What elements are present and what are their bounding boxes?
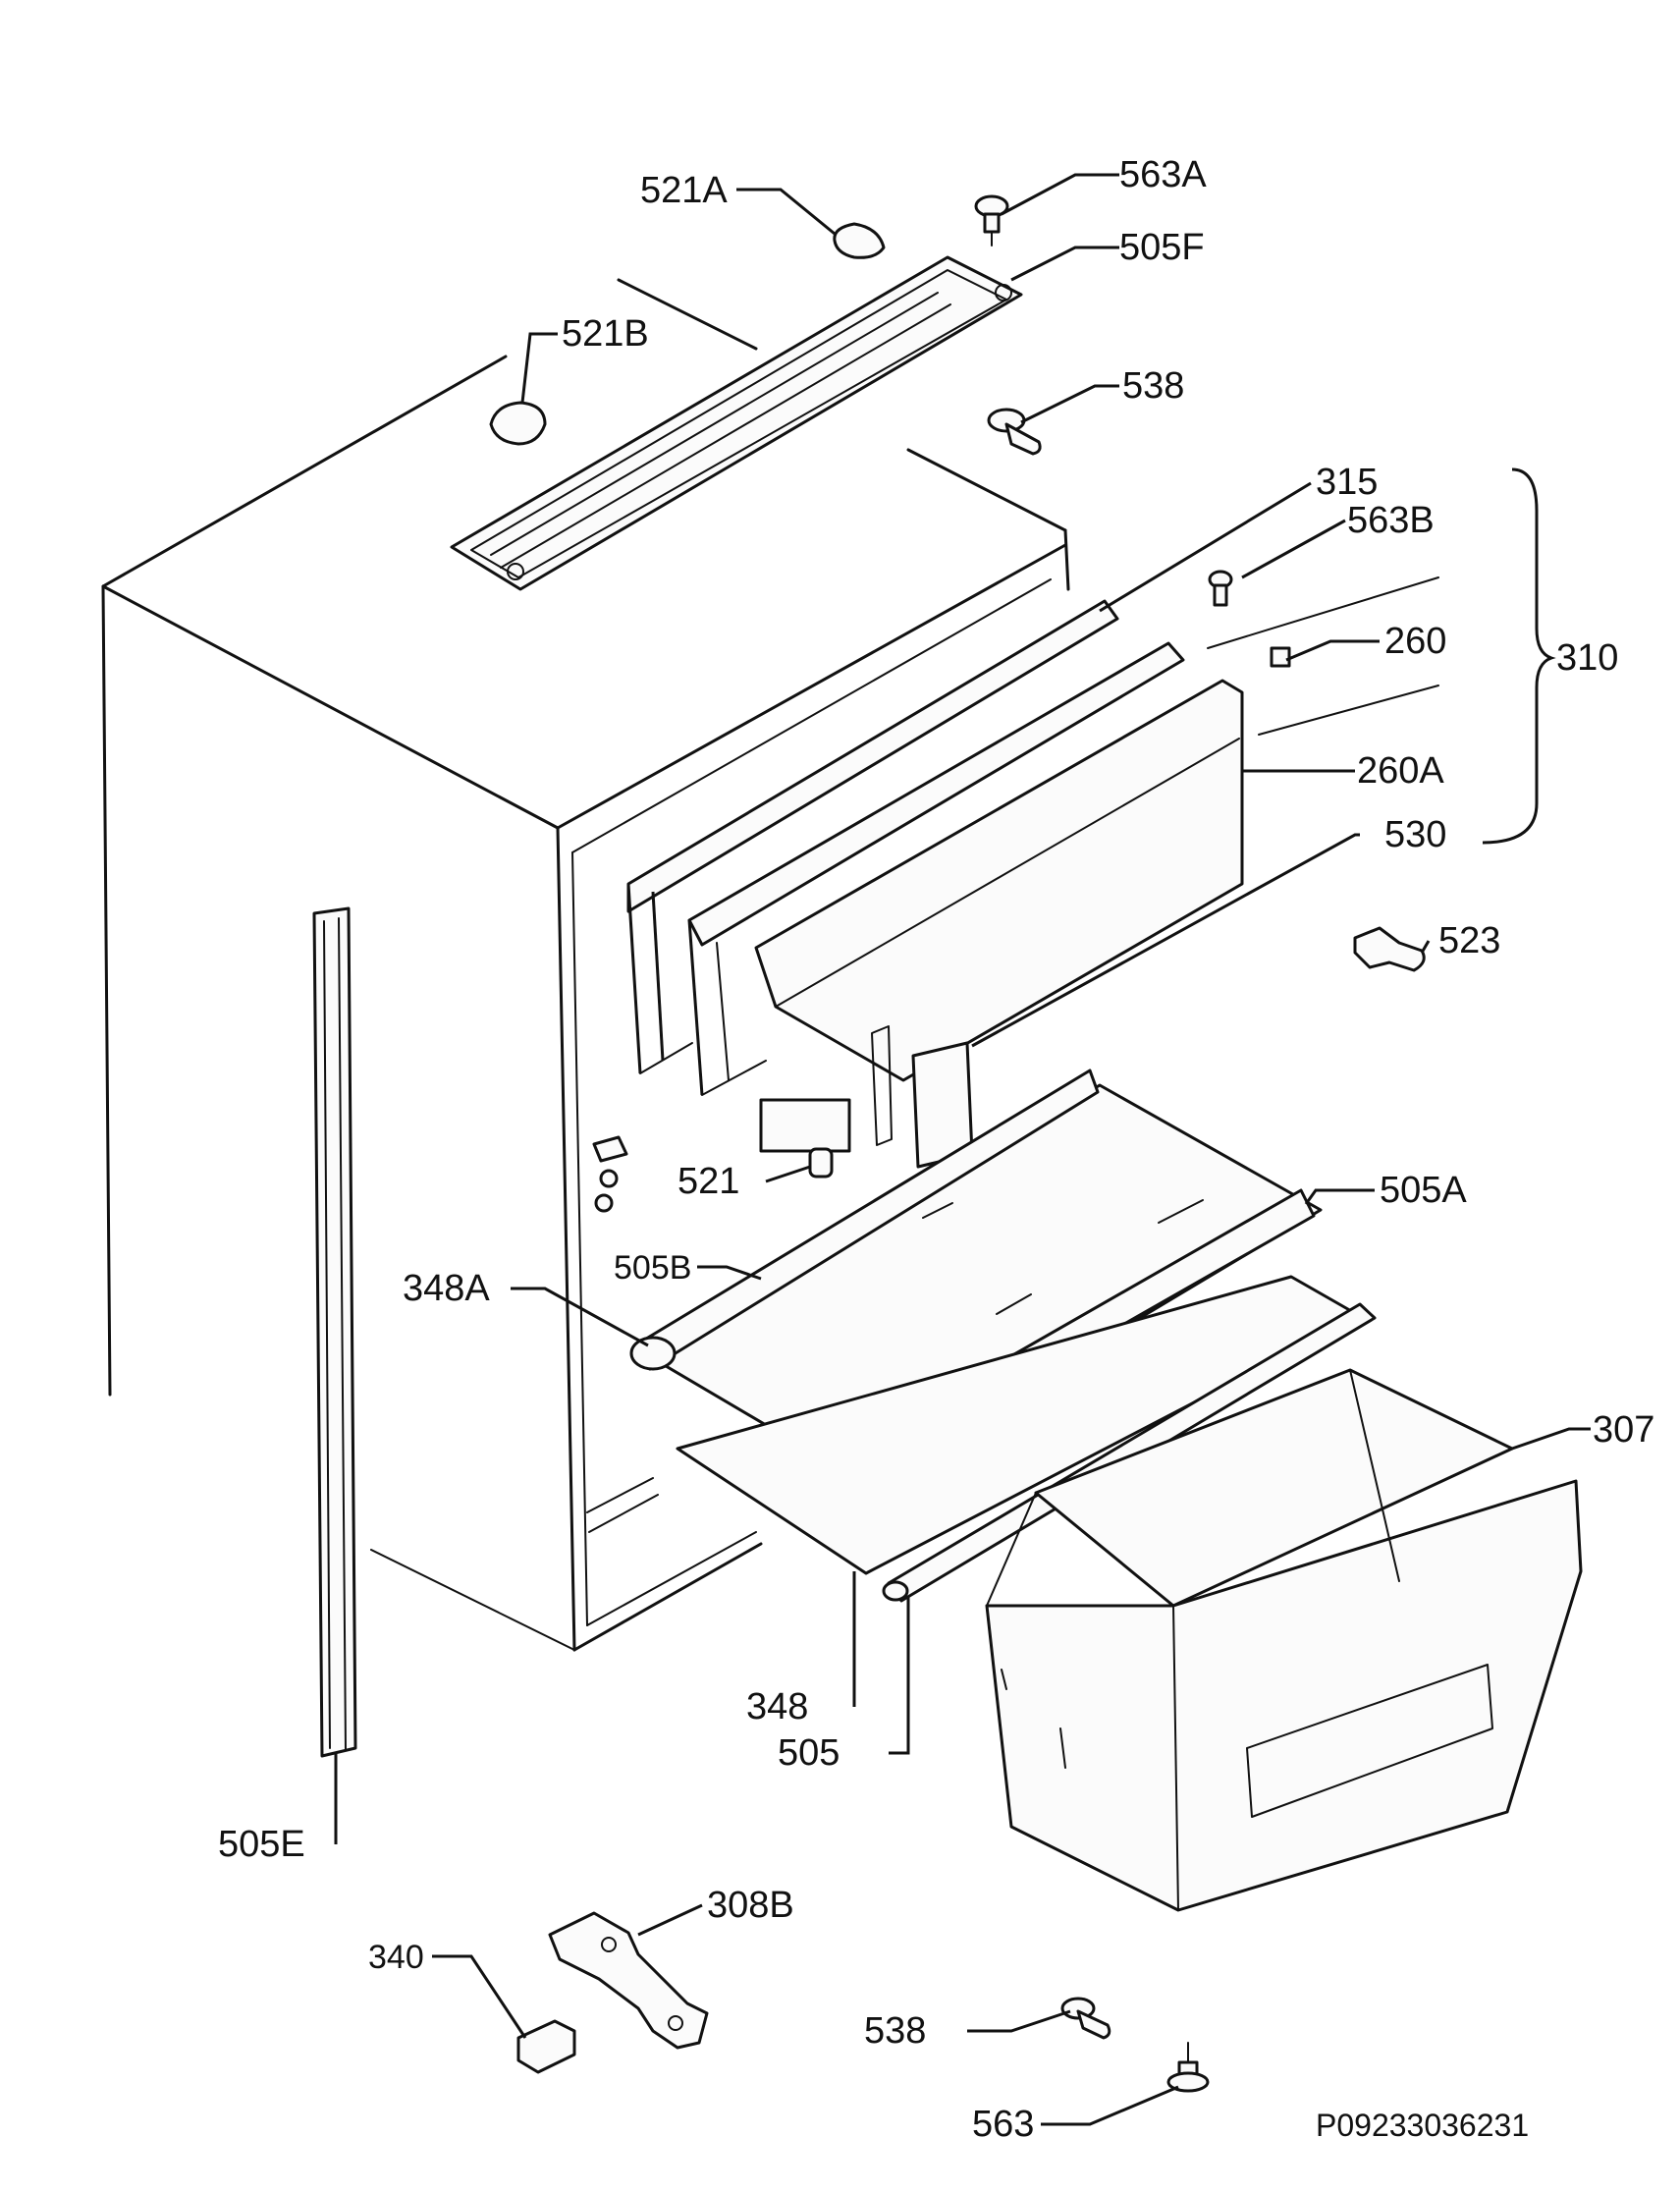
label-521B: 521B	[562, 313, 649, 355]
label-563: 563	[972, 2104, 1034, 2145]
label-521: 521	[677, 1161, 739, 1202]
label-348: 348	[746, 1686, 808, 1727]
label-505E: 505E	[218, 1824, 305, 1865]
freezer-door-assembly	[626, 570, 1439, 1169]
hinge-308B	[548, 1911, 709, 2050]
cabinet-body	[101, 278, 1070, 1652]
label-315: 315	[1316, 462, 1378, 503]
label-340: 340	[368, 1939, 424, 1976]
cap-521B	[489, 401, 547, 446]
label-505: 505	[778, 1732, 840, 1774]
part-521	[808, 1147, 834, 1179]
label-523: 523	[1438, 920, 1500, 961]
label-505B: 505B	[614, 1249, 691, 1287]
label-260A: 260A	[1357, 750, 1444, 792]
bearing-538-top	[987, 408, 1042, 456]
strip-505	[882, 1302, 1377, 1603]
part-labels: 521A 563A 505F 521B 538 315 563B 260 310…	[218, 154, 1654, 2145]
label-310: 310	[1556, 637, 1618, 679]
label-348A: 348A	[403, 1268, 490, 1309]
label-530: 530	[1384, 814, 1446, 855]
bearing-538-bottom	[1060, 1997, 1111, 2040]
label-505A: 505A	[1380, 1170, 1467, 1211]
top-strip-505F	[450, 255, 1023, 591]
label-538-top: 538	[1122, 365, 1184, 407]
label-505F: 505F	[1119, 227, 1205, 268]
switch-part	[592, 1135, 628, 1213]
cap-521A	[833, 222, 886, 259]
block-340	[516, 2019, 576, 2074]
label-307: 307	[1593, 1409, 1654, 1451]
label-260: 260	[1384, 621, 1446, 662]
label-538-bottom: 538	[864, 2010, 926, 2052]
screw-563A	[974, 194, 1009, 247]
side-strip-505E	[312, 906, 357, 1758]
crisper-drawer-307	[985, 1368, 1583, 1912]
leader-lines	[334, 173, 1591, 2126]
label-521A: 521A	[640, 170, 728, 211]
label-308B: 308B	[707, 1885, 794, 1926]
label-563B: 563B	[1347, 500, 1435, 541]
label-563A: 563A	[1119, 154, 1207, 195]
drawing-code: P09233036231	[1316, 2108, 1529, 2143]
glass-shelf-348A	[629, 1069, 1323, 1485]
part-523	[1353, 926, 1426, 972]
screw-563-bottom	[1166, 2042, 1210, 2093]
